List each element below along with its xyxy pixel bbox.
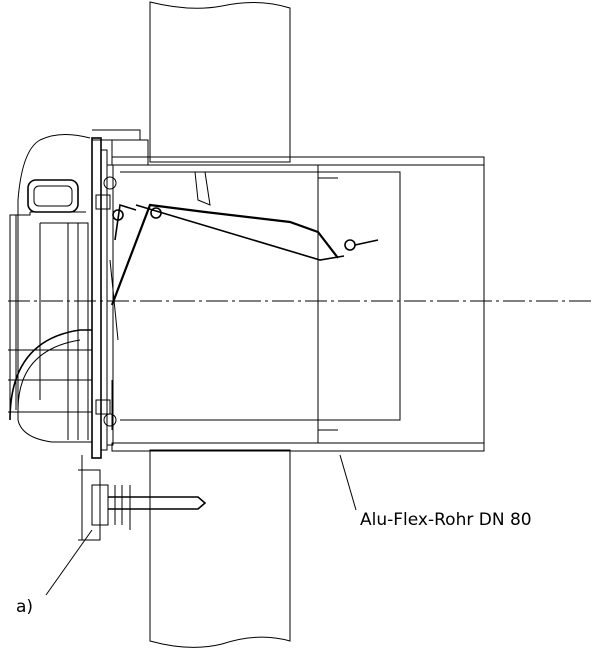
detail-label: a) [16,597,33,617]
cover-hood [8,129,141,443]
pipe-label: Alu-Flex-Rohr DN 80 [360,510,532,530]
alu-flex-pipe [111,156,485,452]
wall-section [149,1,291,648]
plate-details [95,176,119,430]
leader-lines [45,454,357,596]
screw-fixing [78,455,207,541]
damper-flap [110,171,379,306]
mounting-plate [91,137,149,459]
